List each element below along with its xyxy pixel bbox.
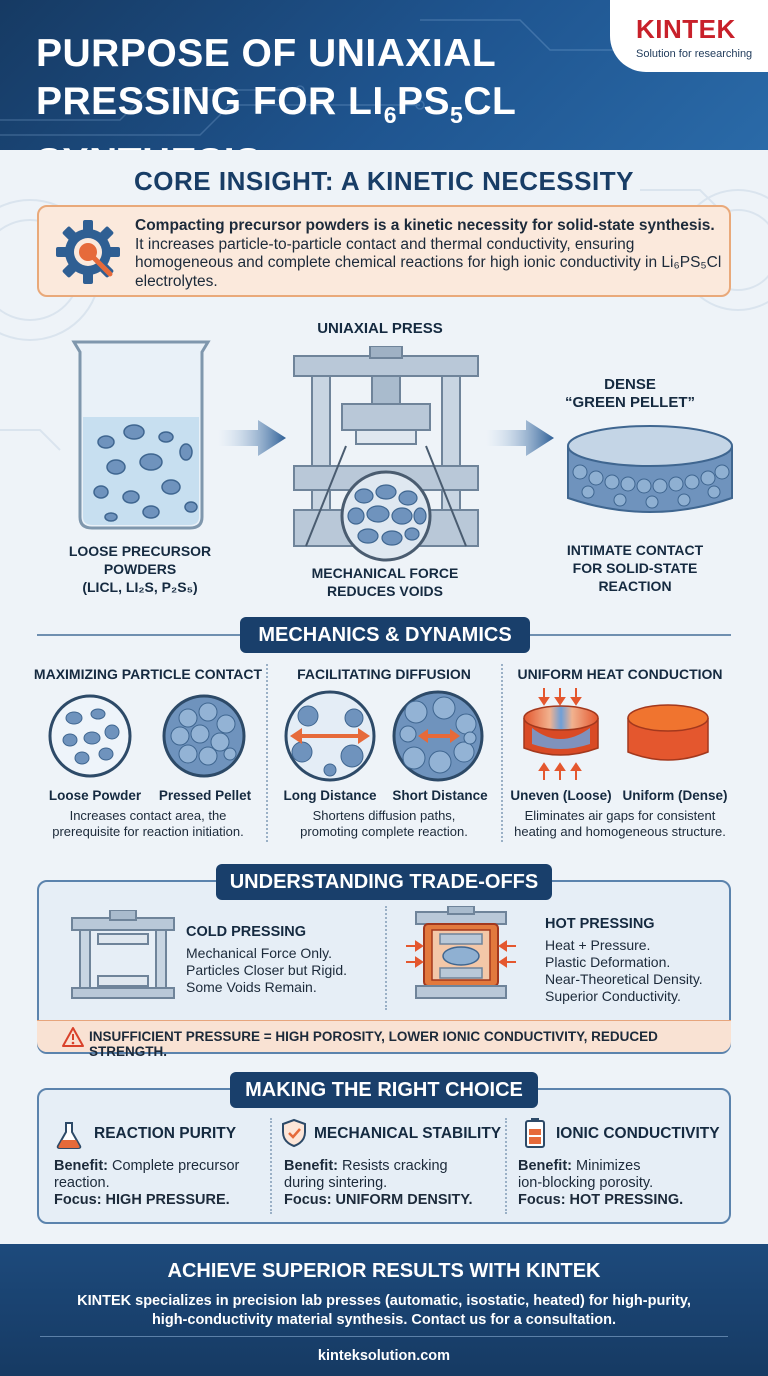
arrow-right-icon xyxy=(218,420,286,456)
mechanics-col-2-desc: Shortens diffusion paths, promoting comp… xyxy=(300,808,468,839)
footer-divider xyxy=(40,1336,728,1337)
choice-2-text: Benefit: Resists cracking during sinteri… xyxy=(284,1158,473,1208)
choice-box xyxy=(37,1088,731,1224)
arrow-right-icon xyxy=(486,420,554,456)
beaker-illustration xyxy=(71,340,211,530)
footer: ACHIEVE SUPERIOR RESULTS WITH KINTEK KIN… xyxy=(0,1244,768,1376)
cold-pressing-title: COLD PRESSING xyxy=(186,924,307,940)
logo-name: KINTEK xyxy=(636,14,736,44)
logo-tagline: Solution for researching xyxy=(636,48,753,60)
pellet-label: DENSE “GREEN PELLET” xyxy=(564,376,695,411)
caption-uniform: Uniform (Dense) xyxy=(622,788,728,803)
press-label: UNIAXIAL PRESS xyxy=(317,320,443,337)
choice-1-title: REACTION PURITY xyxy=(94,1125,237,1142)
column-divider xyxy=(266,664,268,842)
caption-pressed-pellet: Pressed Pellet xyxy=(158,788,252,803)
cold-pressing-text: Mechanical Force Only. Particles Closer … xyxy=(186,945,348,995)
shield-icon xyxy=(282,1118,306,1148)
mechanics-col-1-desc: Increases contact area, the prerequisite… xyxy=(52,808,244,839)
gear-icon xyxy=(56,220,120,284)
core-insight-heading: CORE INSIGHT: A KINETIC NECESSITY xyxy=(134,166,634,196)
core-insight-box: Compacting precursor powders is a kineti… xyxy=(37,205,731,297)
diffusion-illustration xyxy=(284,690,484,782)
core-insight-text: Compacting precursor powders is a kineti… xyxy=(135,217,722,290)
press-caption: MECHANICAL FORCE REDUCES VOIDS xyxy=(311,565,459,599)
pellet-caption: INTIMATE CONTACT FOR SOLID-STATE REACTIO… xyxy=(566,542,704,594)
green-pellet-illustration xyxy=(567,425,733,513)
header-banner: PURPOSE OF UNIAXIAL PRESSING FOR Li6PS5C… xyxy=(0,0,768,150)
mechanics-heading: MECHANICS & DYNAMICS xyxy=(240,617,530,653)
mechanics-col-3-title: UNIFORM HEAT CONDUCTION xyxy=(517,666,723,682)
choice-divider xyxy=(270,1118,272,1214)
flask-icon xyxy=(56,1122,82,1149)
warning-text: INSUFFICIENT PRESSURE = HIGH POROSITY, L… xyxy=(89,1029,658,1059)
hot-press-icon xyxy=(406,906,516,999)
tradeoffs-heading: UNDERSTANDING TRADE-OFFS xyxy=(216,864,552,900)
tradeoff-divider xyxy=(385,906,387,1010)
choice-3-title: IONIC CONDUCTIVITY xyxy=(556,1125,720,1142)
kintek-logo[interactable]: KINTEK Solution for researching xyxy=(610,0,768,72)
mechanics-col-1-title: MAXIMIZING PARTICLE CONTACT xyxy=(33,666,263,682)
footer-heading: ACHIEVE SUPERIOR RESULTS WITH KINTEK xyxy=(167,1260,601,1282)
powder-caption: LOOSE PRECURSOR POWDERS (LiCl, Li₂S, P₂S… xyxy=(68,543,212,595)
caption-loose-powder: Loose Powder xyxy=(48,788,142,803)
heat-conduction-illustration xyxy=(523,688,709,780)
circuit-decoration xyxy=(0,19,625,136)
warning-icon xyxy=(62,1027,84,1047)
battery-icon xyxy=(525,1118,545,1148)
caption-long-distance: Long Distance xyxy=(283,788,377,803)
warning-bar: INSUFFICIENT PRESSURE = HIGH POROSITY, L… xyxy=(37,1020,731,1059)
choice-heading: MAKING THE RIGHT CHOICE xyxy=(230,1072,538,1108)
footer-text: KINTEK specializes in precision lab pres… xyxy=(77,1293,691,1328)
choice-2-title: MECHANICAL STABILITY xyxy=(314,1125,502,1142)
choice-3-text: Benefit: Minimizes ion-blocking porosity… xyxy=(518,1158,684,1208)
hot-pressing-title: HOT PRESSING xyxy=(545,916,655,932)
particle-contact-illustration xyxy=(48,694,246,778)
column-divider xyxy=(501,664,503,842)
choice-divider xyxy=(505,1118,507,1214)
footer-url-link[interactable]: kinteksolution.com xyxy=(317,1348,451,1364)
cold-press-icon xyxy=(71,910,175,999)
mechanics-col-2-title: FACILITATING DIFFUSION xyxy=(297,666,471,682)
title-line-2: PRESSING FOR Li6PS5Cl SYNTHESIS xyxy=(36,80,516,150)
uniaxial-press-illustration xyxy=(293,346,479,562)
caption-short-distance: Short Distance xyxy=(392,788,488,803)
caption-uneven: Uneven (Loose) xyxy=(510,788,612,803)
title-line-1: PURPOSE OF UNIAXIAL xyxy=(36,32,497,75)
mechanics-col-3-desc: Eliminates air gaps for consistent heati… xyxy=(514,808,726,839)
page-title: PURPOSE OF UNIAXIAL PRESSING FOR Li6PS5C… xyxy=(36,30,636,150)
choice-1-text: Benefit: Complete precursor reaction. Fo… xyxy=(54,1158,240,1208)
hot-pressing-text: Heat + Pressure. Plastic Deformation. Ne… xyxy=(545,937,703,1004)
